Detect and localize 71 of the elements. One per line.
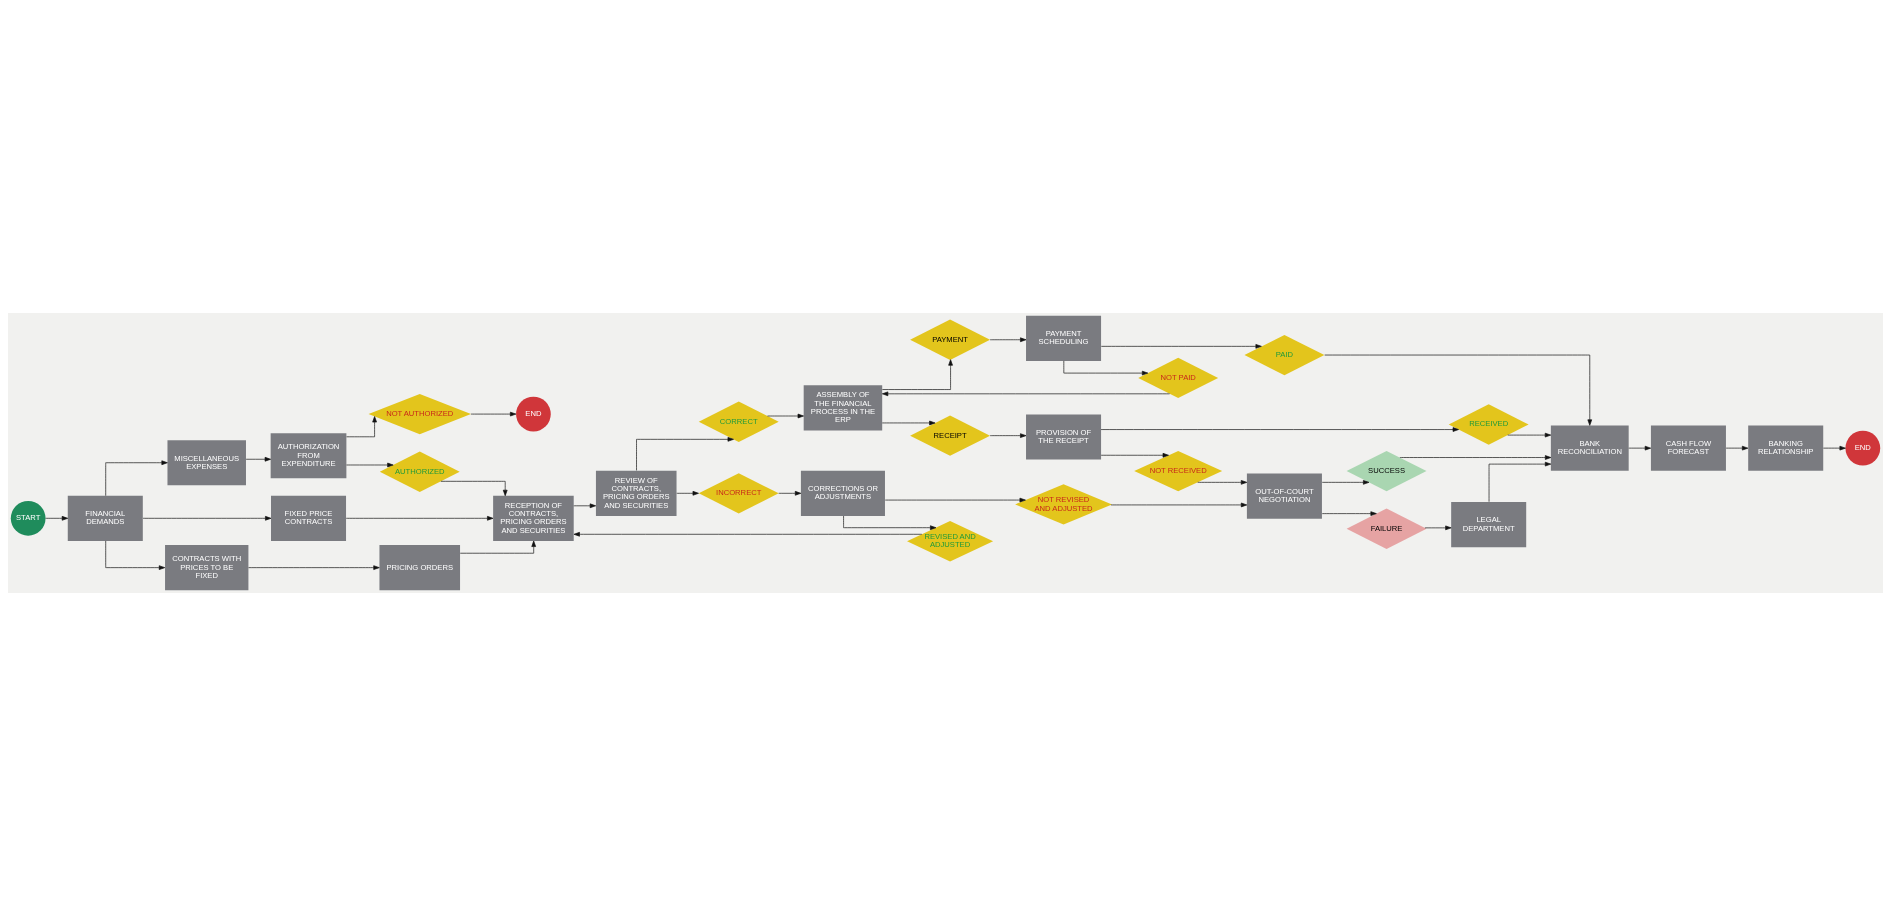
arrow	[636, 436, 734, 471]
arrow	[882, 391, 1170, 396]
arrow	[1324, 354, 1593, 426]
node-diamond: INCORRECT	[698, 472, 779, 513]
arrow	[105, 459, 168, 496]
arrow	[573, 503, 596, 508]
arrow	[248, 564, 380, 570]
node-circle: END	[516, 396, 551, 431]
arrow	[346, 415, 377, 437]
node-box: FINANCIAL DEMANDS	[67, 495, 143, 541]
arrow	[105, 540, 166, 570]
arrow	[1321, 510, 1377, 516]
node-diamond: REVISED AND ADJUSTED	[907, 520, 994, 561]
arrow	[1321, 479, 1370, 485]
node-diamond: RECEIVED	[1448, 403, 1529, 445]
arrow	[142, 515, 272, 521]
node-box: CASH FLOW FORECAST	[1650, 425, 1726, 471]
arrow	[882, 358, 953, 390]
node-box: RECEPTION OF CONTRACTS, PRICING ORDERS AND SECURITIES	[493, 495, 574, 541]
arrow	[1628, 445, 1652, 450]
arrow	[345, 515, 494, 521]
arrow	[573, 531, 923, 537]
node-box: PAYMENT SCHEDULING	[1026, 315, 1102, 361]
arrow	[884, 497, 1026, 502]
node-diamond: PAYMENT	[910, 319, 991, 360]
node-box: PRICING ORDERS	[379, 544, 461, 590]
arrow	[881, 420, 936, 425]
arrow	[1100, 343, 1262, 349]
node-box: REVIEW OF CONTRACTS, PRICING ORDERS AND SECURITIES	[595, 470, 677, 516]
node-box: CORRECTIONS OR ADJUSTMENTS	[800, 470, 885, 516]
arrow	[440, 480, 508, 496]
arrow	[989, 432, 1027, 438]
node-circle: END	[1845, 430, 1881, 465]
arrow	[1823, 445, 1846, 450]
node-box: BANKING RELATIONSHIP	[1748, 425, 1824, 471]
node-diamond: SUCCESS	[1346, 450, 1427, 491]
arrow	[1063, 360, 1149, 375]
arrow	[1507, 432, 1552, 437]
arrow	[1488, 461, 1552, 502]
arrow	[676, 490, 699, 496]
node-box: CONTRACTS WITH PRICES TO BE FIXED	[165, 544, 249, 590]
node-diamond: AUTHORIZED	[379, 451, 460, 492]
node-box: PROVISION OF THE RECEIPT	[1026, 413, 1102, 460]
node-diamond: NOT AUTHORIZED	[368, 393, 471, 434]
arrow	[1100, 452, 1169, 458]
node-diamond: PAID	[1244, 334, 1325, 375]
node-box: LEGAL DEPARTMENT	[1451, 501, 1527, 547]
arrow	[778, 490, 802, 496]
arrow	[1424, 525, 1452, 530]
arrow	[843, 515, 937, 530]
arrow	[245, 456, 271, 462]
arrow	[1725, 445, 1749, 450]
node-diamond: RECEIPT	[910, 415, 991, 456]
node-circle: START	[10, 500, 46, 536]
arrow	[767, 413, 804, 418]
node-box: OUT-OF-COURT NEGOTIATION	[1246, 473, 1322, 519]
arrow	[1110, 502, 1248, 507]
node-box: FIXED PRICE CONTRACTS	[271, 495, 347, 541]
node-diamond: NOT REVISED AND ADJUSTED	[1015, 483, 1112, 525]
arrow	[989, 336, 1027, 342]
node-box: MISCELLANEOUS EXPENSES	[167, 439, 246, 485]
arrow	[45, 515, 69, 521]
node-box: ASSEMBLY OF THE FINANCIAL PROCESS IN THE ERP	[803, 384, 883, 430]
node-box: AUTHORIZATION FROM EXPENDITURE	[270, 432, 347, 478]
arrow	[346, 462, 394, 467]
arrow	[470, 411, 517, 416]
node-box: BANK RECONCILIATION	[1550, 425, 1629, 471]
arrow	[1100, 426, 1459, 432]
arrow	[1197, 479, 1248, 485]
arrow	[459, 540, 536, 554]
arrow	[1399, 454, 1552, 460]
